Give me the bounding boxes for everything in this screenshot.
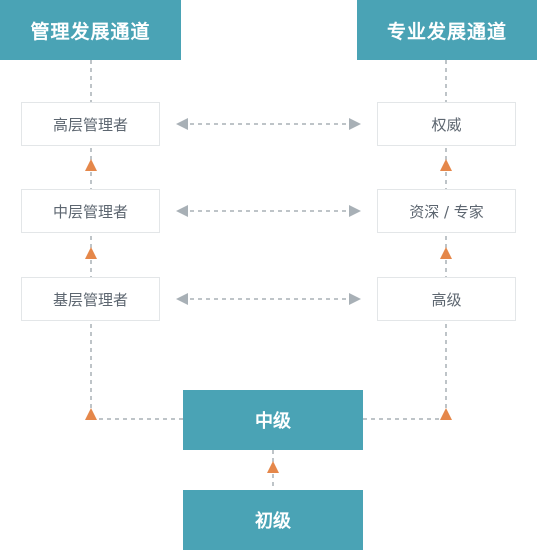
professional-level-expert: 资深 / 专家 — [377, 189, 516, 233]
shared-level-entry: 初级 — [183, 490, 363, 550]
up-arrow-icon — [440, 408, 452, 420]
up-arrow-icon — [85, 408, 97, 420]
up-arrow-icon — [440, 247, 452, 259]
management-level-junior: 基层管理者 — [21, 277, 160, 321]
up-arrow-icon — [440, 159, 452, 171]
professional-level-senior: 高级 — [377, 277, 516, 321]
up-arrow-icon — [85, 159, 97, 171]
management-level-middle: 中层管理者 — [21, 189, 160, 233]
professional-track-header: 专业发展通道 — [357, 0, 537, 60]
management-level-senior: 高层管理者 — [21, 102, 160, 146]
shared-level-middle: 中级 — [183, 390, 363, 450]
professional-level-authority: 权威 — [377, 102, 516, 146]
management-track-header: 管理发展通道 — [0, 0, 181, 60]
up-arrow-icon — [267, 461, 279, 473]
up-arrow-icon — [85, 247, 97, 259]
